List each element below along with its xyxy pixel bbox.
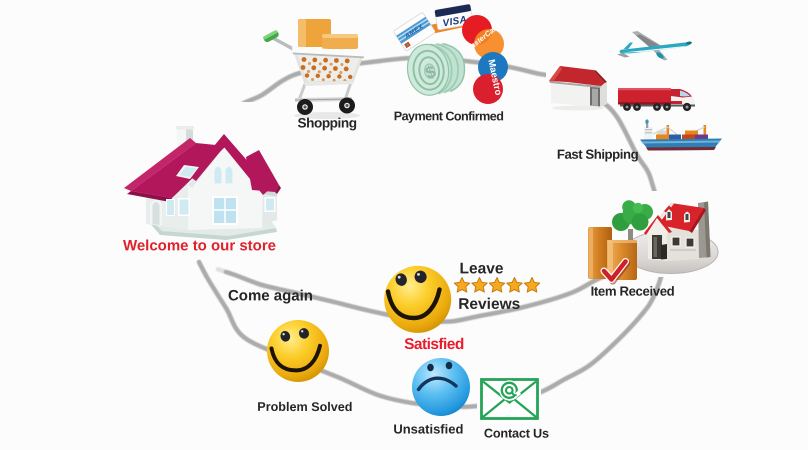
svg-text:Problem Solved: Problem Solved bbox=[257, 400, 352, 414]
svg-text:Leave: Leave bbox=[459, 260, 503, 277]
svg-text:Contact Us: Contact Us bbox=[484, 427, 549, 441]
svg-text:Come again: Come again bbox=[228, 287, 313, 304]
svg-text:VISA: VISA bbox=[442, 14, 468, 29]
svg-text:Satisfied: Satisfied bbox=[404, 336, 464, 353]
svg-text:Fast Shipping: Fast Shipping bbox=[557, 147, 639, 162]
svg-text:Reviews: Reviews bbox=[458, 296, 520, 313]
svg-text:Payment Confirmed: Payment Confirmed bbox=[394, 109, 504, 123]
svg-text:Welcome to our store: Welcome to our store bbox=[123, 237, 276, 254]
svg-text:Unsatisfied: Unsatisfied bbox=[393, 421, 463, 436]
svg-text:Shopping: Shopping bbox=[298, 115, 357, 130]
svg-text:Item Received: Item Received bbox=[591, 284, 675, 299]
